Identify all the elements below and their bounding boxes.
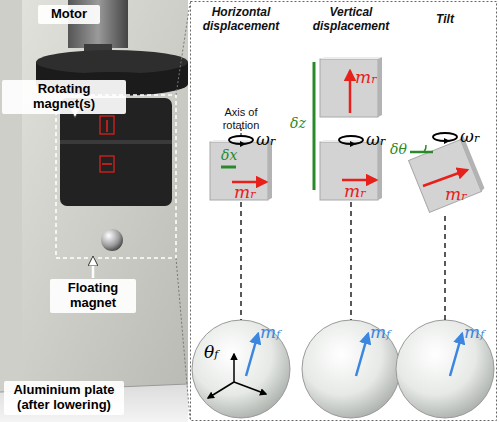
tilted-magnet-cube: mr	[405, 136, 485, 216]
moment-arrow	[423, 170, 467, 186]
moment-arrow	[349, 71, 352, 113]
node-shape	[320, 57, 382, 119]
label-text: Motor	[42, 7, 96, 22]
symbol-label: δz	[290, 116, 306, 130]
axis-arrow	[233, 354, 235, 382]
magnet-side	[378, 57, 382, 117]
symbol-text: mr	[445, 186, 466, 203]
pointer-arrow	[92, 258, 95, 278]
delta-z-bar	[313, 62, 316, 190]
symbol-text: mr	[234, 184, 255, 201]
label-text: Rotating magnet(s)	[6, 82, 122, 112]
magnet-side	[460, 136, 485, 191]
magnet-mark	[106, 120, 108, 132]
rotation-ring	[229, 136, 253, 144]
magnet-mark	[100, 116, 114, 134]
symbol-text: θf	[204, 344, 218, 361]
symbol-label: Axis of rotation	[206, 106, 276, 131]
magnet-side	[268, 140, 272, 200]
zoom-leader	[176, 3, 190, 95]
column-heading: Tilt	[420, 12, 470, 26]
rotation-ring	[339, 136, 363, 144]
floating-sphere	[101, 229, 123, 251]
rotation-head	[444, 138, 450, 144]
magnet-top	[320, 140, 382, 142]
sphere-outline	[302, 320, 400, 418]
magnet-side	[378, 140, 382, 200]
disc-top	[36, 50, 188, 74]
magnet-top	[210, 140, 272, 142]
symbol-label: ωr	[460, 128, 479, 145]
zoom-leader	[176, 258, 190, 419]
symbol-text: mf	[260, 324, 280, 341]
photo-label: Motor	[38, 5, 100, 24]
sphere-outline	[396, 320, 494, 418]
moment-arrow	[450, 334, 462, 376]
aluminium-plate	[0, 384, 188, 422]
symbol-text: mf	[464, 324, 484, 341]
symbol-text: mf	[370, 324, 390, 341]
zoom-box	[56, 95, 176, 258]
holder-seam	[60, 140, 172, 144]
magnet-cube: mr	[320, 57, 382, 119]
photo-label: Aluminium plate (after lowering)	[4, 381, 124, 415]
axis-line	[241, 128, 242, 136]
rotation-axis	[444, 216, 445, 320]
symbol-label: ωr	[366, 131, 385, 148]
axis-arrow	[208, 382, 234, 398]
magnet-face	[409, 140, 482, 213]
floating-sphere: θf mf	[190, 318, 292, 420]
delta-theta-bar	[410, 151, 433, 154]
node-shape	[405, 136, 485, 216]
magnet-mark	[102, 163, 112, 165]
photo-label: Floating magnet	[50, 279, 136, 313]
magnet-mark	[100, 156, 114, 172]
magnet-top	[320, 57, 382, 59]
photo-background	[0, 0, 188, 422]
column-heading: Vertical displacement	[304, 5, 398, 34]
magnet-holder	[60, 98, 172, 206]
moment-arrow	[246, 334, 258, 376]
symbol-label: ωr	[256, 131, 275, 148]
photo-label: Rotating magnet(s)	[2, 80, 126, 114]
magnet-cube: mr	[210, 140, 272, 202]
panel-border	[191, 2, 497, 421]
symbol-text: mr	[355, 69, 376, 86]
rotation-head	[350, 141, 356, 147]
label-text: Aluminium plate (after lowering)	[8, 383, 120, 413]
floating-sphere: mf	[300, 318, 402, 420]
axis-arrow	[234, 382, 266, 394]
floating-sphere: mf	[394, 318, 496, 420]
magnet-face	[320, 59, 378, 117]
magnet-face	[320, 142, 378, 200]
delta-x-bar	[221, 166, 236, 169]
rotation-axis	[240, 202, 241, 320]
sphere-outline	[192, 320, 290, 418]
label-text: Floating magnet	[54, 281, 132, 311]
symbol-label: δx	[221, 148, 237, 162]
delta-theta-arc	[424, 145, 426, 152]
magnet-face	[210, 142, 268, 200]
photo-frame	[0, 0, 22, 422]
column-heading: Horizontal displacement	[194, 5, 288, 34]
moment-arrow	[342, 179, 376, 182]
rotation-ring	[433, 133, 457, 141]
symbol-label: δθ	[390, 142, 407, 156]
symbol-text: mr	[344, 183, 365, 200]
magnet-cube: mr	[320, 140, 382, 202]
moment-arrow	[356, 334, 368, 376]
rotation-head	[240, 141, 246, 147]
rotation-axis	[350, 202, 351, 320]
